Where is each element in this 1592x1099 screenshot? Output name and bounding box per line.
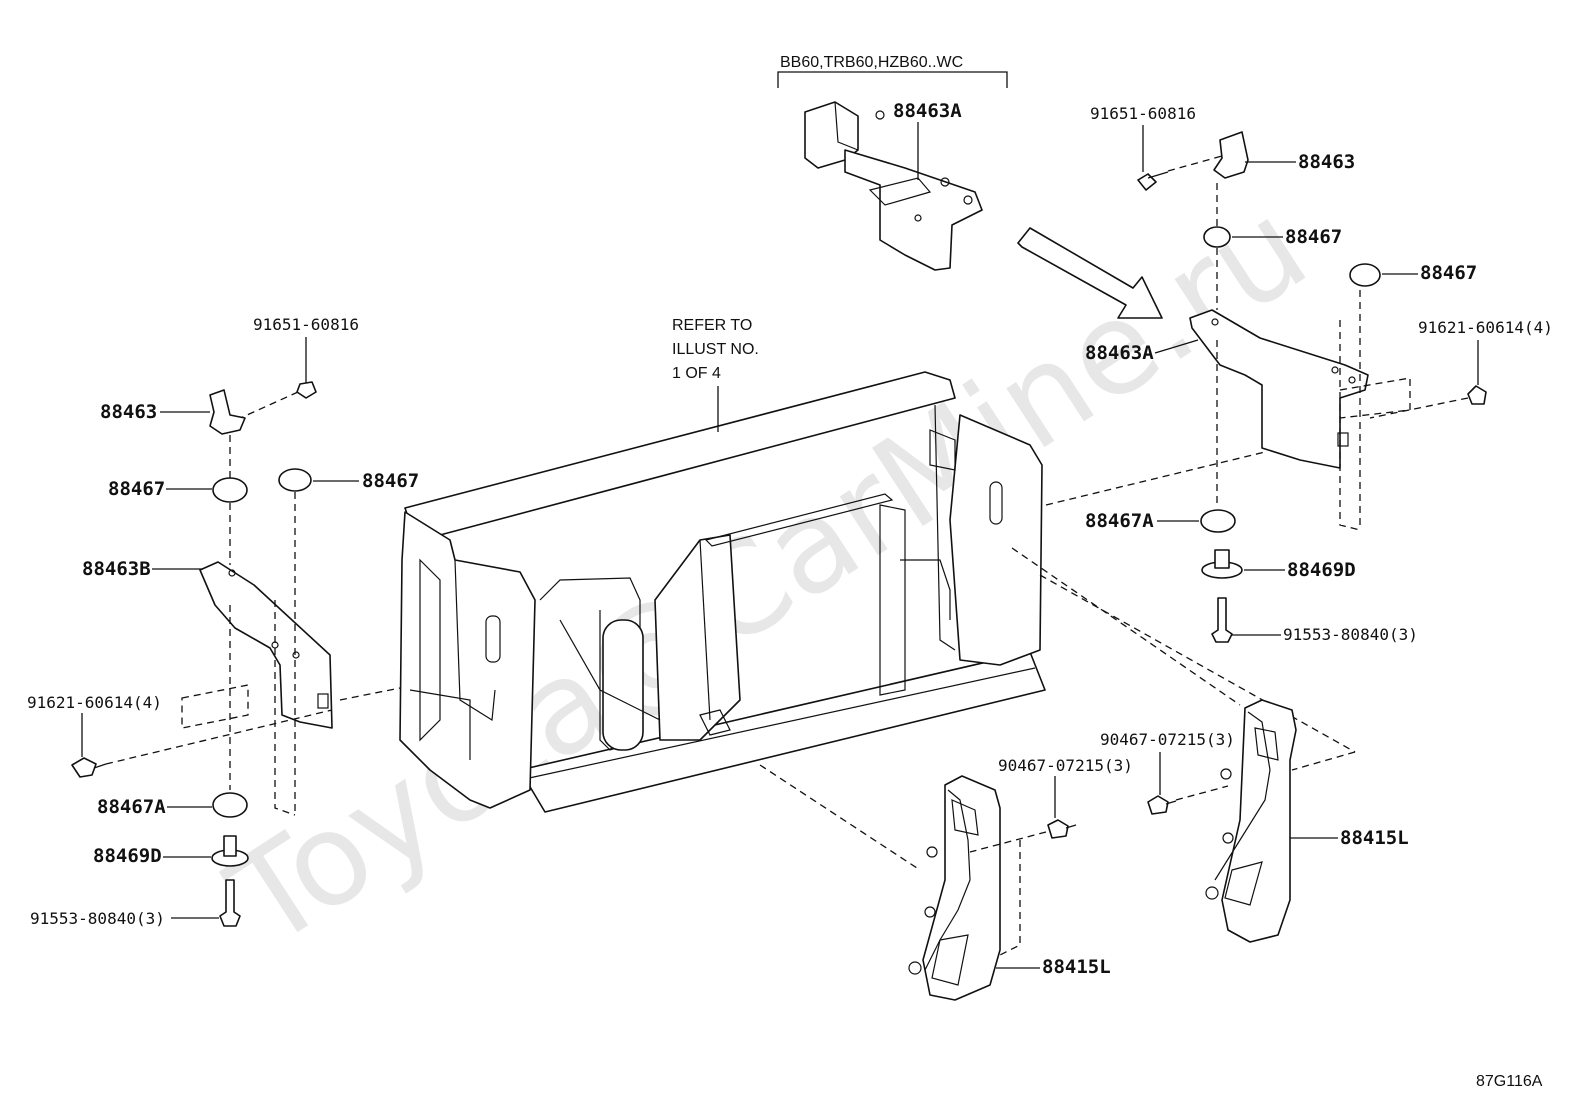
variant-note: BB60,TRB60,HZB60..WC (780, 54, 963, 71)
label-88467A-right: 88467A (1085, 510, 1154, 532)
label-90467-right: 90467-07215(3) (1100, 730, 1235, 749)
label-88467-right2: 88467 (1420, 262, 1477, 284)
label-88467-right1: 88467 (1285, 226, 1342, 248)
refer-note-line2: ILLUST NO. (672, 341, 759, 358)
direction-arrow-icon (1017, 227, 1163, 319)
label-91651-right: 91651-60816 (1090, 104, 1196, 123)
left-mount-group: 91651-60816 88463 88467 88467 88463B (27, 315, 419, 928)
label-91621-right: 91621-60614(4) (1418, 318, 1553, 337)
label-88467A-left: 88467A (97, 796, 166, 818)
label-88463-left: 88463 (100, 401, 157, 423)
refer-note-line1: REFER TO (672, 317, 752, 334)
variant-bracket-group: BB60,TRB60,HZB60..WC 88463A (777, 54, 1008, 271)
refer-note-line3: 1 OF 4 (672, 365, 721, 382)
main-unit-assembly (399, 371, 1046, 813)
label-91621-left: 91621-60614(4) (27, 693, 162, 712)
label-90467-mid: 90467-07215(3) (998, 756, 1133, 775)
label-88467-left2: 88467 (362, 470, 419, 492)
label-88415L-right: 88415L (1340, 827, 1409, 849)
label-88469D-right: 88469D (1287, 559, 1356, 581)
diagram-code: 87G116A (1476, 1073, 1543, 1090)
label-88463A-right: 88463A (1085, 342, 1154, 364)
label-91553-left: 91553-80840(3) (30, 909, 165, 928)
right-mount-group: 91651-60816 88463 88467 88467 88463A 916… (1045, 104, 1553, 644)
label-88463-right: 88463 (1298, 151, 1355, 173)
label-88415L-mid: 88415L (1042, 956, 1111, 978)
refer-note: REFER TO ILLUST NO. 1 OF 4 (672, 317, 759, 432)
label-88463A-top: 88463A (893, 100, 962, 122)
label-91553-right: 91553-80840(3) (1283, 625, 1418, 644)
label-88469D-left: 88469D (93, 845, 162, 867)
label-88467-left1: 88467 (108, 478, 165, 500)
mud-guard-group: 88415L 90467-07215(3) 88415L 90467-07215… (759, 547, 1409, 1001)
label-91651-left: 91651-60816 (253, 315, 359, 334)
label-88463B-left: 88463B (82, 558, 151, 580)
watermark-text: Toyota@CarMine.ru (205, 172, 1332, 976)
